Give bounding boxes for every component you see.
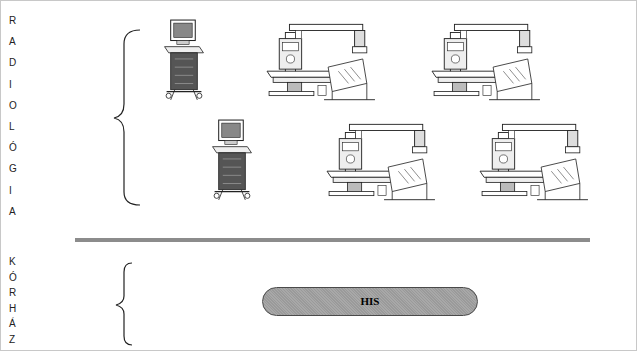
vertical-label: RADIOLÓGIA bbox=[9, 10, 10, 222]
system-pill: HIS bbox=[262, 287, 478, 316]
divider-line bbox=[75, 238, 590, 242]
curly-brace bbox=[114, 30, 140, 205]
workstation-icon bbox=[213, 120, 252, 200]
node-label: HIS bbox=[361, 295, 380, 307]
xray-machine-icon bbox=[480, 124, 588, 199]
curly-brace bbox=[116, 263, 132, 345]
xray-machine-icon bbox=[267, 24, 375, 99]
xray-machine-icon bbox=[432, 24, 540, 99]
xray-machine-icon bbox=[327, 124, 435, 199]
vertical-label: KÓRHÁZ bbox=[9, 254, 10, 348]
workstation-icon bbox=[165, 20, 204, 100]
